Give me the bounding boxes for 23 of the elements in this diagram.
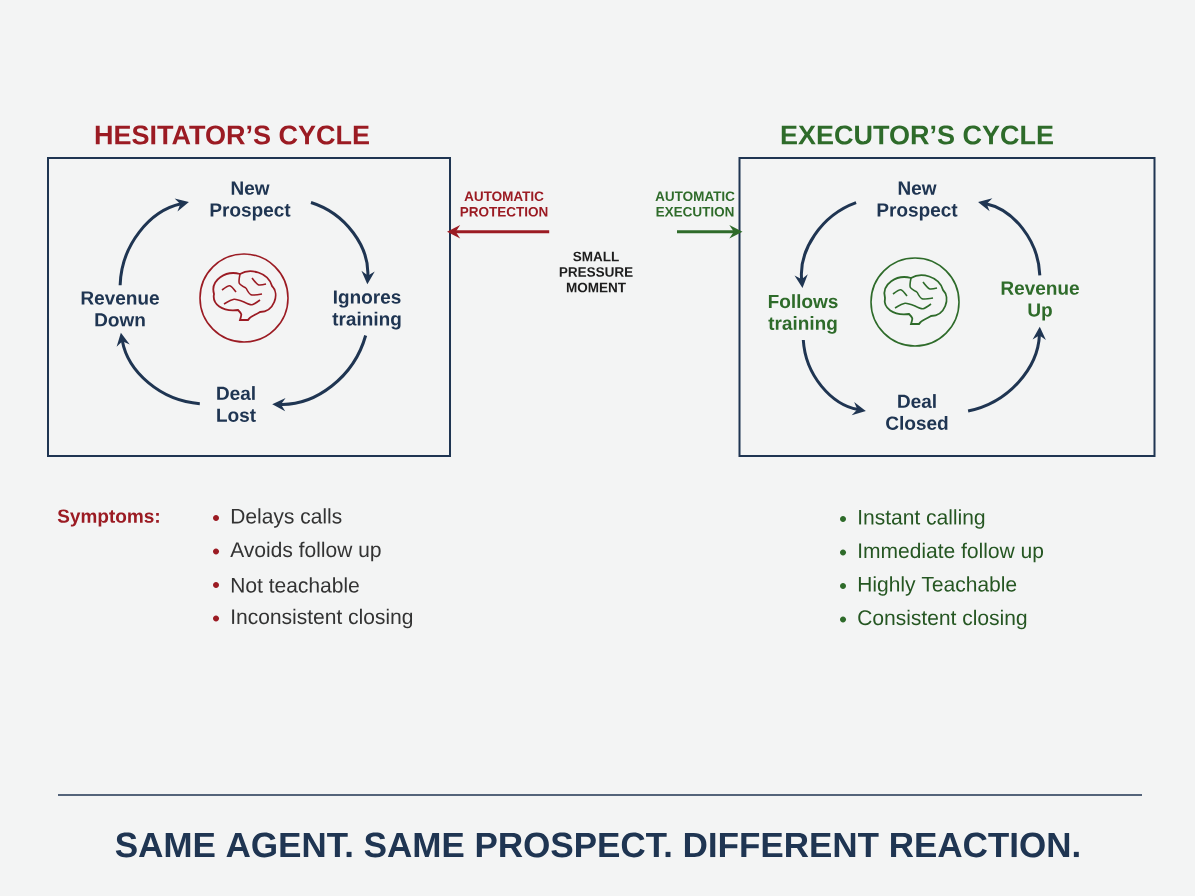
bullet-text: Delays calls	[231, 508, 342, 528]
bullet-text: Instant calling	[859, 509, 985, 529]
bullet-text: Consistent closing	[858, 609, 1027, 630]
bullet-text: Inconsistent closing	[232, 608, 413, 629]
bullet-text: Avoids follow up	[230, 541, 381, 562]
caption: SAME AGENT. SAME PROSPECT. DIFFERENT REACTION.	[115, 832, 1079, 858]
bullet-text: Immediate follow up	[859, 542, 1044, 563]
bullet-text: Highly Teachable	[858, 576, 1017, 596]
cycle-step: Revenue Down	[81, 291, 159, 327]
cycle-step: Follows training	[768, 294, 838, 334]
cycle-step: Deal Lost	[217, 386, 256, 422]
symptoms-heading: Symptoms:	[57, 509, 159, 527]
cycle-step: Ignores training	[332, 290, 401, 330]
cycle-title: EXECUTOR’S CYCLE	[781, 125, 1053, 145]
callout-text: SMALL PRESSURE MOMENT	[559, 251, 633, 293]
callout-text: AUTOMATIC PROTECTION	[460, 191, 548, 217]
cycle-step: Deal Closed	[886, 394, 948, 430]
cycle-step: Revenue Up	[1001, 281, 1079, 321]
cycle-title: HESITATOR’S CYCLE	[95, 125, 369, 145]
bullet-text: Not teachable	[231, 577, 359, 593]
cycle-step: New Prospect	[210, 181, 291, 221]
cycle-step: New Prospect	[877, 181, 958, 221]
callout-text: AUTOMATIC EXECUTION	[655, 191, 735, 217]
